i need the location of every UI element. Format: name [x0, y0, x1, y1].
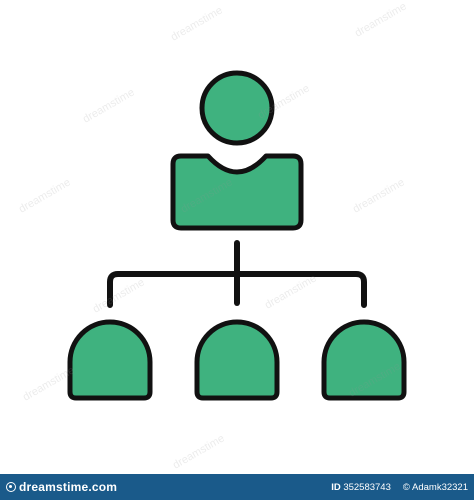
image-id-value: 352583743 — [343, 481, 391, 493]
subordinate-node-right — [321, 319, 407, 401]
connector-lines — [107, 240, 367, 308]
dreamstime-logo-icon — [6, 482, 16, 492]
stock-footer-bar: dreamstime.com ID 352583743 © Adamk32321 — [0, 474, 474, 500]
subordinate-node-center — [194, 319, 280, 401]
manager-figure — [170, 70, 304, 231]
manager-body — [170, 153, 304, 231]
brand-logo: dreamstime.com — [6, 480, 117, 494]
branch-line — [107, 271, 367, 308]
brand-name: dreamstime.com — [19, 480, 118, 494]
copyright-symbol: © — [402, 481, 410, 493]
subordinate-nodes — [67, 319, 407, 401]
image-author: © Adamk32321 — [403, 482, 468, 493]
image-credits: ID 352583743 © Adamk32321 — [331, 482, 468, 493]
manager-head — [199, 70, 275, 146]
author-name: Adamk32321 — [412, 481, 468, 493]
image-id-label: ID — [331, 481, 341, 493]
image-id: ID 352583743 — [331, 482, 391, 493]
subordinate-node-left — [67, 319, 153, 401]
image-canvas: dreamstime dreamstime dreamstime dreamst… — [16, 0, 409, 472]
organization-hierarchy-icon — [67, 70, 407, 401]
